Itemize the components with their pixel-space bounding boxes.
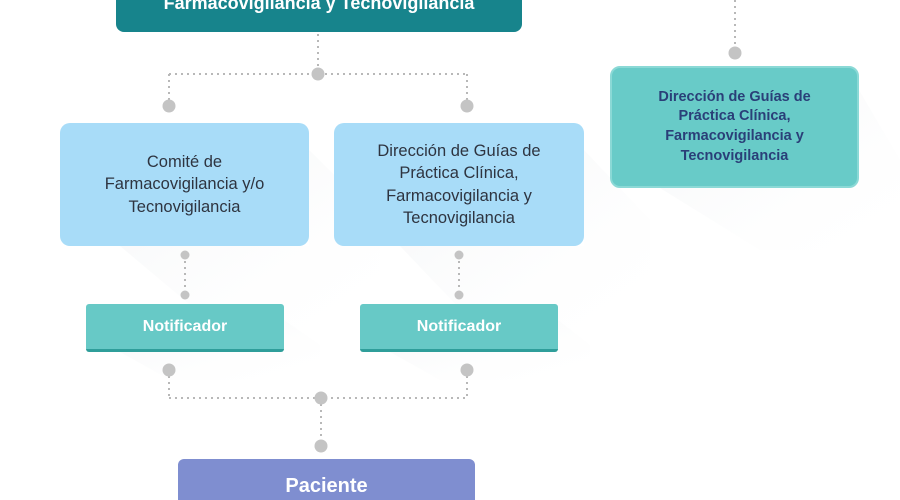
- paciente-box: Paciente: [178, 459, 475, 500]
- notificador-box-left: Notificador: [86, 304, 284, 352]
- paciente-label: Paciente: [285, 475, 368, 497]
- node-left-box-bottom: [180, 250, 190, 260]
- node-middle-drop: [460, 99, 474, 113]
- notificador-left-label: Notificador: [142, 317, 228, 335]
- comite-line-2: Farmacovigilancia y/o: [104, 175, 265, 194]
- direccion-middle-line-3: Farmacovigilancia y: [386, 186, 532, 205]
- direccion-right-line-1: Dirección de Guías de: [658, 88, 811, 105]
- direccion-middle-line-2: Práctica Clínica,: [399, 164, 519, 183]
- comite-line-3: Tecnovigilancia: [128, 197, 241, 216]
- node-notif-left-bottom: [162, 363, 176, 377]
- top-header-label: Farmacovigilancia y Tecnovigilancia: [163, 0, 475, 13]
- node-middle-box-bottom: [454, 250, 464, 260]
- node-left-notif-top: [180, 290, 190, 300]
- node-bottom-junction: [314, 391, 328, 405]
- node-paciente-top: [314, 439, 328, 453]
- direccion-right-line-3: Farmacovigilancia y: [665, 128, 804, 144]
- direccion-middle-line-1: Dirección de Guías de: [377, 141, 541, 160]
- node-middle-notif-top: [454, 290, 464, 300]
- notificador-box-right: Notificador: [360, 304, 558, 352]
- node-top-junction: [311, 67, 325, 81]
- direccion-box-middle: Dirección de Guías de Práctica Clínica, …: [334, 123, 584, 246]
- comite-box: Comité de Farmacovigilancia y/o Tecnovig…: [60, 123, 309, 246]
- node-notif-right-bottom: [460, 363, 474, 377]
- node-left-drop: [162, 99, 176, 113]
- top-header-box: Farmacovigilancia y Tecnovigilancia: [116, 0, 522, 32]
- notificador-right-label: Notificador: [416, 317, 502, 335]
- comite-line-1: Comité de: [146, 153, 223, 172]
- direccion-box-right: Dirección de Guías de Práctica Clínica, …: [610, 66, 859, 188]
- direccion-right-line-4: Tecnovigilancia: [680, 147, 789, 164]
- direccion-middle-line-4: Tecnovigilancia: [403, 208, 515, 227]
- node-right-top: [728, 46, 742, 60]
- direccion-right-line-2: Práctica Clínica,: [678, 108, 791, 125]
